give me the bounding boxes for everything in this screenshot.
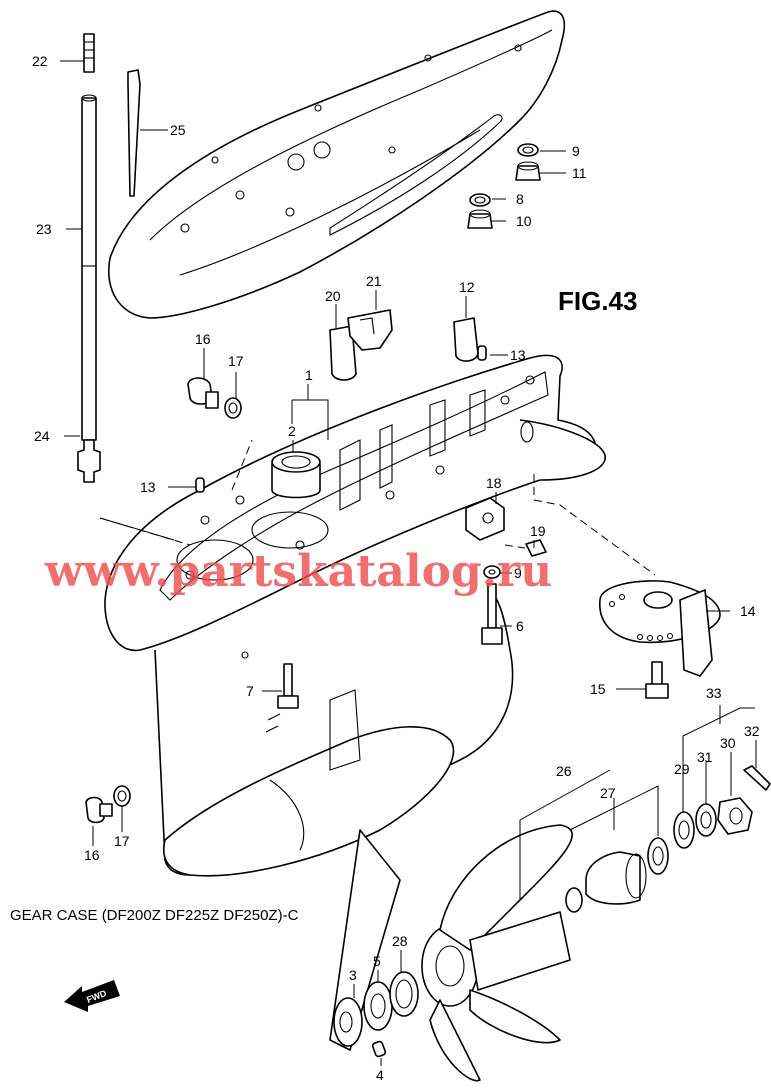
bolt-7 bbox=[277, 663, 299, 709]
bolt-15 bbox=[645, 661, 669, 699]
gear-case-body bbox=[104, 354, 606, 1051]
trim-tab bbox=[599, 580, 721, 677]
callout-8: 8 bbox=[516, 191, 524, 207]
callout-labels: 22 25 23 24 16 17 13 1 2 20 21 12 13 18 … bbox=[32, 53, 760, 1083]
callout-26: 26 bbox=[556, 763, 572, 779]
callout-9-lower: 9 bbox=[514, 565, 522, 581]
upper-cover bbox=[108, 10, 566, 319]
bolt-6 bbox=[481, 565, 503, 645]
callout-4: 4 bbox=[376, 1067, 384, 1083]
callout-30: 30 bbox=[720, 735, 736, 751]
callout-28: 28 bbox=[392, 933, 408, 949]
callout-21: 21 bbox=[366, 273, 382, 289]
callout-3: 3 bbox=[349, 967, 357, 983]
callout-14: 14 bbox=[740, 603, 756, 619]
water-tube-assembly bbox=[77, 33, 141, 483]
callout-2: 2 bbox=[288, 423, 296, 439]
callout-23: 23 bbox=[36, 221, 52, 237]
callout-31: 31 bbox=[697, 749, 713, 765]
callout-15: 15 bbox=[590, 681, 606, 697]
callout-7: 7 bbox=[246, 683, 254, 699]
callout-32: 32 bbox=[744, 723, 760, 739]
dowel-pin-right bbox=[477, 345, 487, 361]
callout-27: 27 bbox=[600, 785, 616, 801]
washers-nuts bbox=[467, 143, 541, 229]
callout-11: 11 bbox=[572, 165, 587, 181]
callout-13-left: 13 bbox=[140, 479, 156, 495]
callout-5: 5 bbox=[373, 953, 381, 969]
callout-22: 22 bbox=[32, 53, 48, 69]
callout-18: 18 bbox=[486, 475, 502, 491]
drain-plug-lower bbox=[85, 785, 131, 824]
callout-25: 25 bbox=[170, 122, 186, 138]
callout-6: 6 bbox=[516, 618, 524, 634]
callout-24: 24 bbox=[34, 428, 50, 444]
callout-1: 1 bbox=[305, 367, 313, 383]
callout-17-lower: 17 bbox=[114, 833, 130, 849]
callout-16-upper: 16 bbox=[195, 331, 211, 347]
rubber-mount bbox=[453, 317, 479, 362]
fwd-arrow-icon: FWD bbox=[64, 980, 120, 1012]
callout-12: 12 bbox=[459, 279, 475, 295]
callout-16-lower: 16 bbox=[84, 847, 100, 863]
leader-lines bbox=[60, 60, 757, 1066]
callout-19: 19 bbox=[530, 523, 546, 539]
callout-20: 20 bbox=[325, 288, 341, 304]
dowel-pin-left bbox=[195, 477, 205, 493]
watermark-text: www.partskatalog.ru bbox=[44, 546, 552, 597]
seal-bracket bbox=[329, 309, 393, 381]
drain-plug-upper bbox=[187, 377, 242, 419]
callout-17-upper: 17 bbox=[228, 353, 244, 369]
callout-13-right: 13 bbox=[510, 347, 526, 363]
callout-33: 33 bbox=[706, 685, 722, 701]
figure-title: FIG.43 bbox=[558, 286, 637, 316]
anode-block bbox=[465, 497, 547, 557]
callout-10: 10 bbox=[516, 213, 532, 229]
callout-9-upper: 9 bbox=[572, 143, 580, 159]
propeller-assembly bbox=[333, 765, 771, 1082]
callout-29: 29 bbox=[674, 761, 690, 777]
figure-caption: GEAR CASE (DF200Z DF225Z DF250Z)-C bbox=[10, 907, 299, 924]
